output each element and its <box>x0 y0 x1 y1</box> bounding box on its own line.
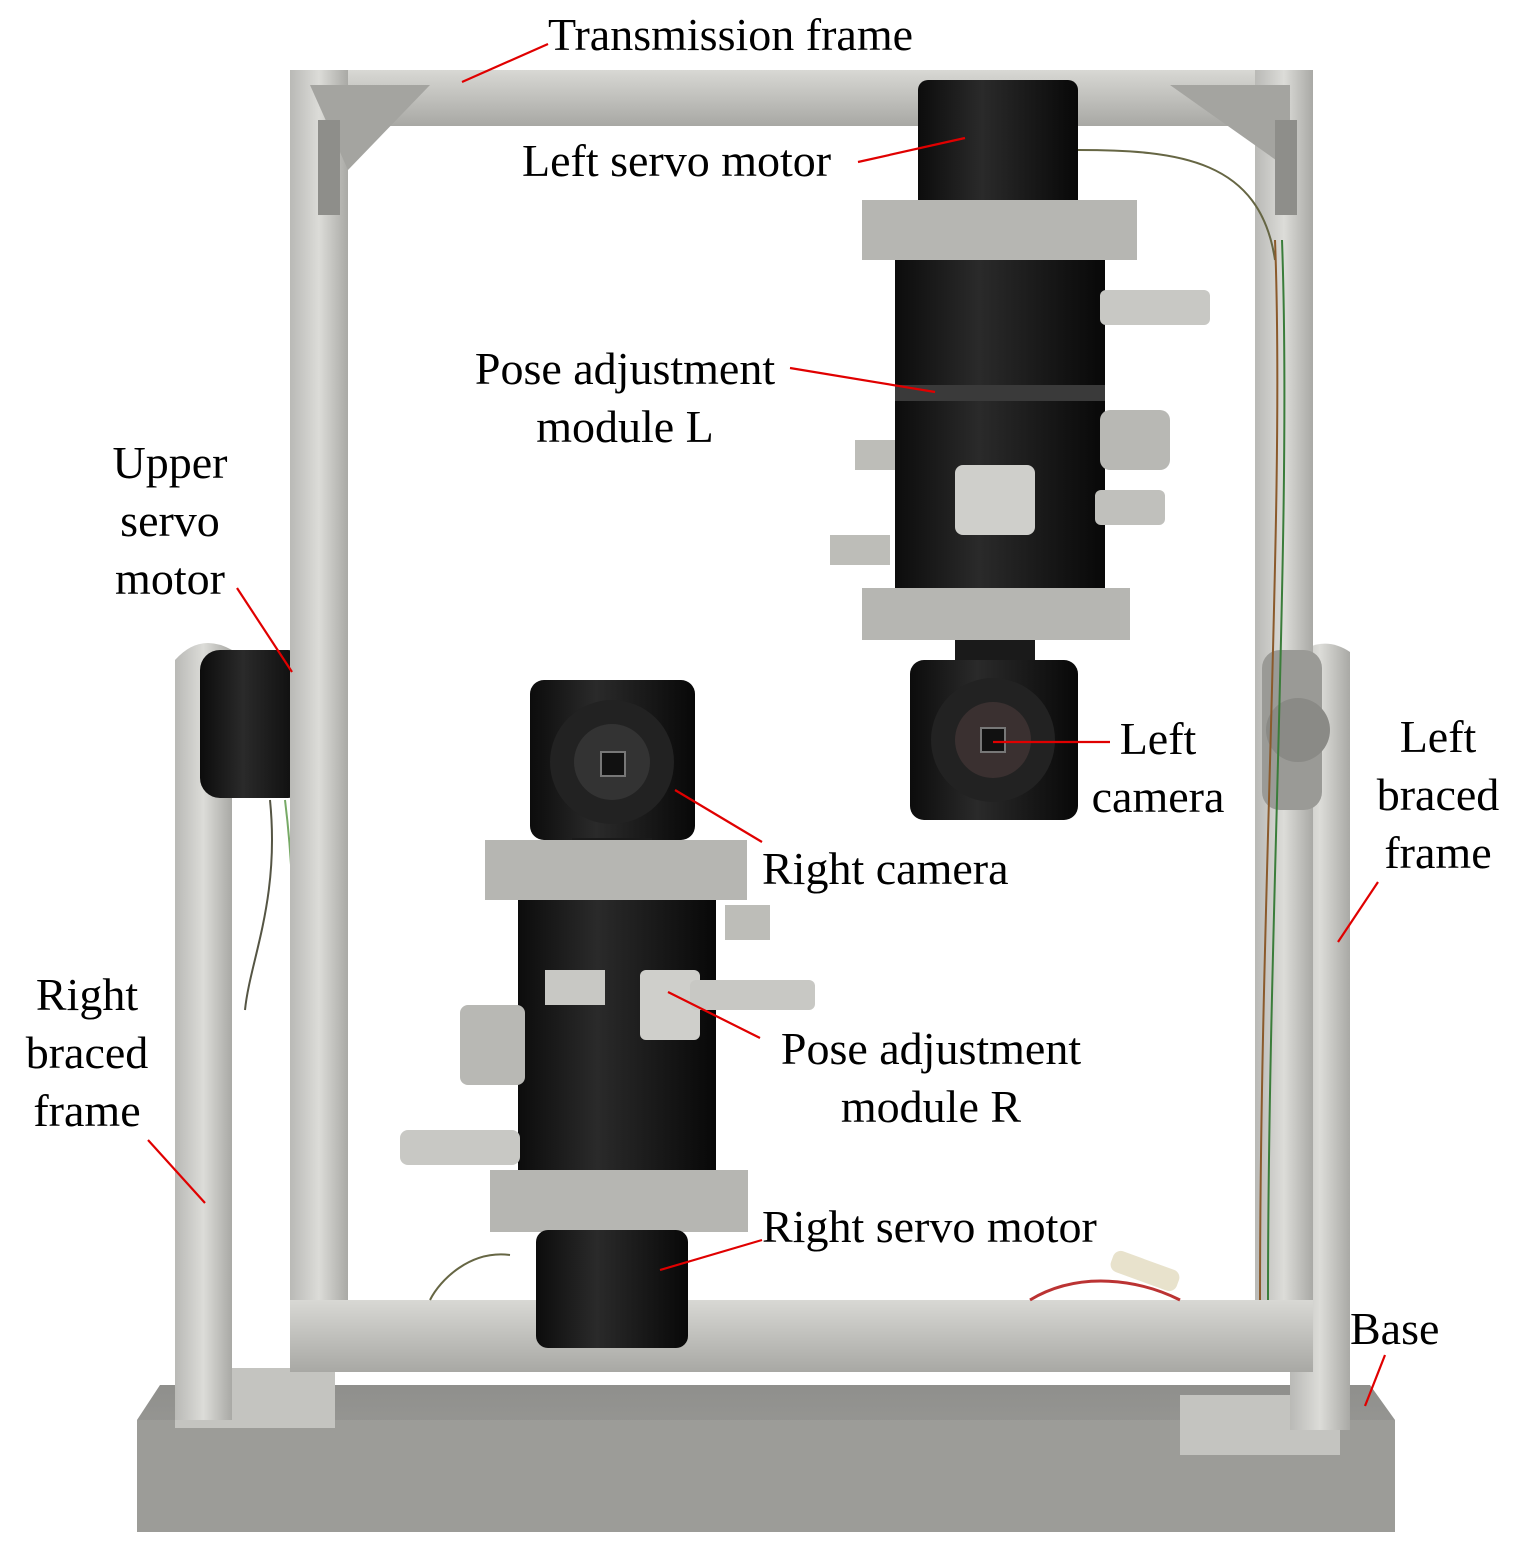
left-camera-body <box>910 640 1078 820</box>
label-pose-adjustment-l: Pose adjustment module L <box>460 340 790 456</box>
right-braced-frame-body <box>175 642 232 1420</box>
base-plate <box>137 1368 1395 1532</box>
label-pose-adjustment-l-line1: Pose adjustment <box>474 343 776 394</box>
label-right-braced-frame-line3: frame <box>33 1085 141 1136</box>
leader-line-transmission-frame <box>461 42 549 84</box>
pose-adjustment-module-l-body <box>830 200 1210 640</box>
leader-line-upper-servo-motor <box>236 587 293 673</box>
label-left-camera: Left camera <box>1078 710 1238 826</box>
label-upper-servo-motor-line2: servo <box>120 495 220 546</box>
label-left-braced-frame: Left braced frame <box>1362 708 1514 882</box>
right-camera-body <box>530 680 695 858</box>
pose-adjustment-module-r-body <box>400 840 815 1232</box>
label-left-camera-line2: camera <box>1091 771 1225 822</box>
leader-line-base <box>1363 1354 1387 1407</box>
leader-line-left-servo-motor <box>857 136 966 164</box>
right-servo-motor-body <box>429 1230 1181 1348</box>
label-left-braced-frame-line2: braced <box>1376 769 1500 820</box>
label-right-braced-frame-line1: Right <box>35 969 139 1020</box>
label-right-servo-motor: Right servo motor <box>762 1201 1097 1252</box>
leader-line-right-camera <box>674 789 763 843</box>
leader-line-right-servo-motor <box>659 1238 763 1272</box>
label-pose-adjustment-l-line2: module L <box>536 401 714 452</box>
label-left-braced-frame-line3: frame <box>1384 827 1492 878</box>
label-right-braced-frame: Right braced frame <box>12 966 162 1140</box>
leader-line-pose-adjustment-r <box>667 991 761 1039</box>
left-servo-motor-body <box>918 80 1276 261</box>
label-transmission-frame: Transmission frame <box>548 9 914 60</box>
leader-line-pose-adjustment-l <box>789 366 936 394</box>
label-upper-servo-motor-line1: Upper <box>112 437 228 488</box>
label-pose-adjustment-r-line2: module R <box>840 1081 1022 1132</box>
label-left-camera-line1: Left <box>1119 713 1197 764</box>
label-pose-adjustment-r-line1: Pose adjustment <box>780 1023 1082 1074</box>
leader-line-left-braced-frame <box>1337 881 1379 943</box>
label-upper-servo-motor: Upper servo motor <box>90 434 250 608</box>
label-right-braced-frame-line2: braced <box>25 1027 149 1078</box>
label-left-braced-frame-line1: Left <box>1399 711 1477 762</box>
label-right-camera: Right camera <box>762 843 1009 894</box>
label-pose-adjustment-r: Pose adjustment module R <box>764 1020 1098 1136</box>
bearing-hub <box>1259 239 1330 1301</box>
label-base: Base <box>1350 1303 1440 1354</box>
label-left-servo-motor: Left servo motor <box>522 135 832 186</box>
leader-line-right-braced-frame <box>147 1139 206 1204</box>
label-upper-servo-motor-line3: motor <box>115 553 225 604</box>
